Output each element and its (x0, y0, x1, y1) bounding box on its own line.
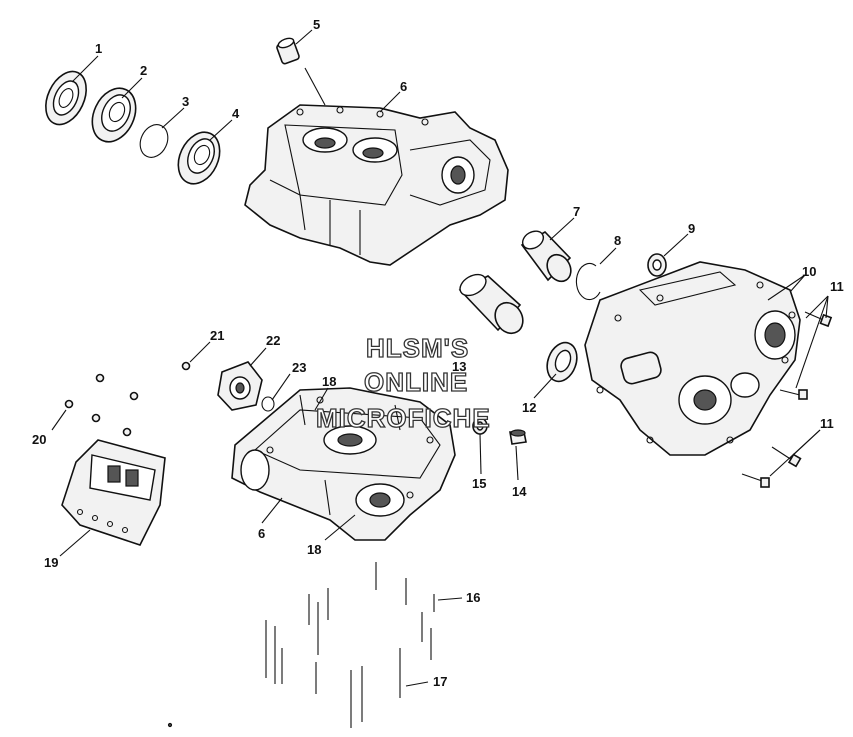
part-oil-seal (45, 70, 87, 126)
part-baffle-plate (61, 439, 166, 546)
part-circlip (139, 124, 169, 158)
part-oil-pump (217, 361, 263, 411)
callout-labels: 1 2 3 4 5 6 6 7 8 9 10 11 11 12 13 14 15… (32, 17, 844, 689)
callout-6-upper: 6 (400, 79, 407, 94)
part-drain-plug (509, 429, 527, 445)
callout-14: 14 (512, 484, 527, 499)
part-side-cover (584, 261, 801, 456)
callout-4: 4 (232, 106, 240, 121)
callout-11-upper: 11 (830, 279, 844, 294)
callout-13: 13 (452, 359, 466, 374)
callout-11-lower: 11 (820, 416, 834, 431)
callout-6-lower: 6 (258, 526, 265, 541)
callout-1: 1 (95, 41, 102, 56)
callout-3: 3 (182, 94, 189, 109)
part-dowel-pin (276, 37, 300, 65)
watermark-line-2: ONLINE (364, 367, 468, 397)
watermark: HLSM'S ONLINE MICROFICHE (315, 332, 491, 433)
callout-5: 5 (313, 17, 320, 32)
part-oil-seal-12 (546, 341, 578, 383)
part-lower-crankcase (231, 387, 456, 541)
callout-12: 12 (522, 400, 536, 415)
callout-7: 7 (573, 204, 580, 219)
callout-22: 22 (266, 333, 280, 348)
callout-8: 8 (614, 233, 621, 248)
watermark-line-3: MICROFICHE (316, 403, 491, 433)
part-case-bolts (265, 562, 435, 728)
callout-20: 20 (32, 432, 46, 447)
part-small-seal (647, 253, 667, 277)
part-snap-ring (575, 263, 601, 301)
part-bushing (520, 230, 572, 283)
callout-23: 23 (292, 360, 306, 375)
part-small-bolts (64, 361, 191, 437)
callout-16: 16 (466, 590, 480, 605)
callout-9: 9 (688, 221, 695, 236)
leader-lines (51, 29, 829, 687)
part-bearing (91, 87, 137, 143)
watermark-line-1: HLSM'S (366, 333, 469, 363)
callout-2: 2 (140, 63, 147, 78)
callout-21: 21 (210, 328, 224, 343)
callout-19: 19 (44, 555, 58, 570)
part-cover-bolts (741, 311, 833, 488)
callout-18-lower: 18 (307, 542, 321, 557)
callout-10: 10 (802, 264, 816, 279)
part-bearing-4 (177, 131, 221, 185)
callout-18-upper: 18 (322, 374, 336, 389)
callout-15: 15 (472, 476, 486, 491)
callout-17: 17 (433, 674, 447, 689)
part-upper-crankcase (244, 104, 509, 266)
part-thrust-bushing (458, 273, 524, 335)
part-o-ring (261, 396, 275, 412)
stray-dot (167, 722, 173, 728)
